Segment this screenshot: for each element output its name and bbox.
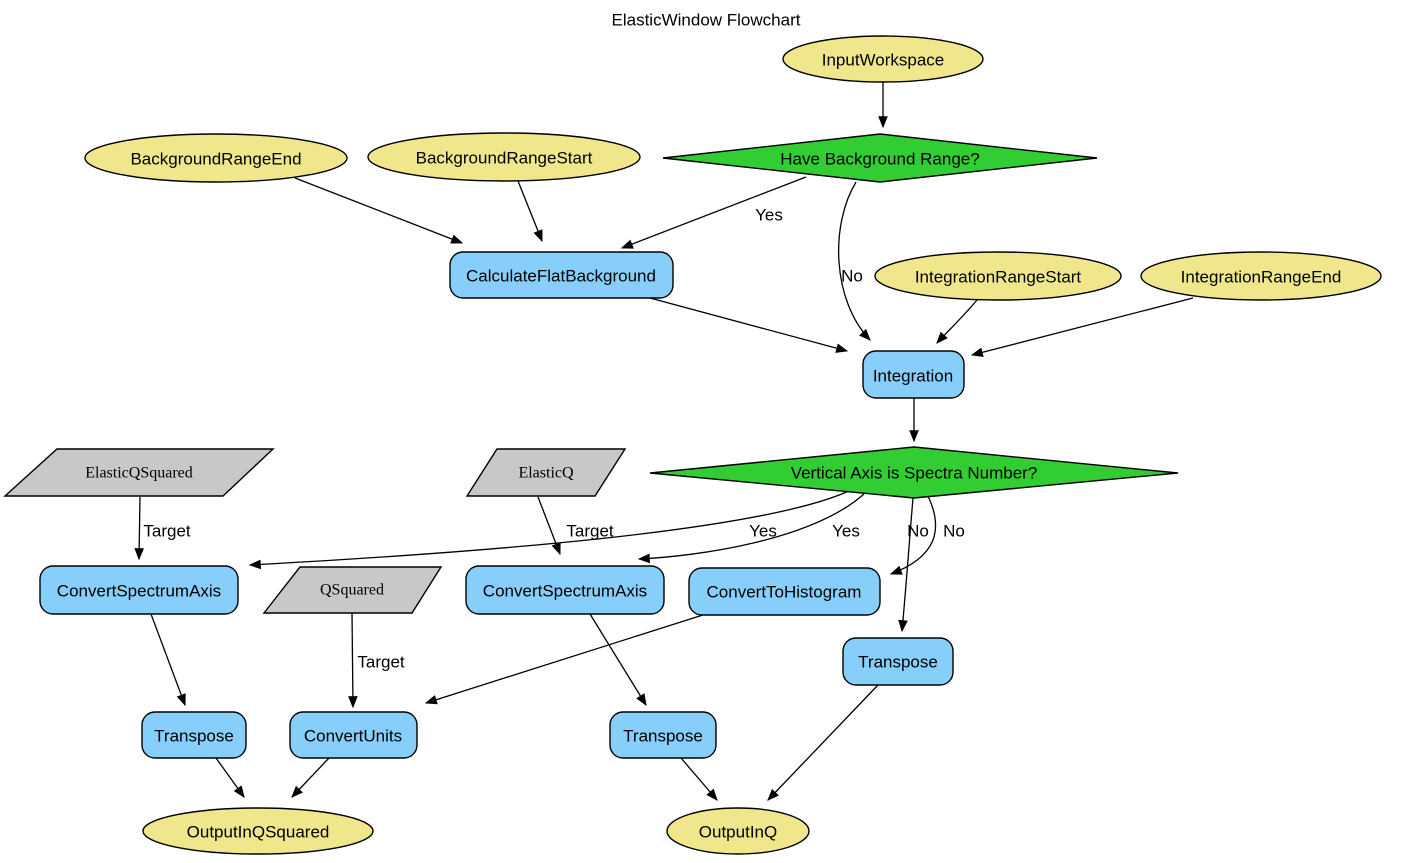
node-output-in-q-squared-shape	[142, 807, 374, 855]
node-have-background-range-shape	[662, 133, 1098, 183]
edge-label-no: No	[841, 267, 863, 286]
diagram-title: ElasticWindow Flowchart	[612, 11, 801, 30]
node-transpose-qsquared: Transpose	[141, 711, 247, 759]
edge-label-no: No	[907, 522, 929, 541]
node-transpose-q: Transpose	[609, 711, 717, 759]
node-convert-units-label: ConvertUnits	[304, 727, 402, 746]
edge-label-target: Target	[566, 522, 614, 541]
edge-convertspectrumaxisq-transposeq	[589, 613, 647, 707]
node-have-background-range-label: Have Background Range?	[780, 150, 979, 169]
edge-verticalaxis-yes-convertspectrumaxisq	[637, 493, 865, 564]
edge-backgroundrangestart-calculateflatbackground	[517, 180, 543, 243]
node-background-range-start-label: BackgroundRangeStart	[416, 149, 593, 168]
edges-layer	[134, 82, 1194, 801]
node-elastic-q-squared-shape	[3, 448, 275, 497]
node-integration-shape	[862, 350, 965, 399]
node-background-range-start-shape	[367, 132, 641, 182]
node-integration-range-start-shape	[874, 251, 1122, 301]
edge-havebackgroundrange-yes-calculateflatbackground	[620, 176, 807, 249]
edge-converttohistogram-convertunits	[424, 613, 707, 705]
edge-qsquared-target-convertunits	[348, 612, 358, 709]
node-integration-range-end: IntegrationRangeEnd	[1140, 251, 1382, 301]
node-output-in-q-label-shape	[666, 807, 810, 855]
node-integration-label: Integration	[873, 367, 953, 386]
edge-label-target: Target	[143, 522, 191, 541]
node-integration: Integration	[862, 350, 965, 399]
node-convert-to-histogram-label: ConvertToHistogram	[707, 583, 862, 602]
node-elastic-q-shape	[465, 448, 627, 497]
node-transpose-no-branch-shape	[842, 637, 954, 686]
edge-verticalaxis-no-converttohistogram	[889, 495, 937, 575]
edge-calculateflatbackground-integration	[649, 297, 849, 353]
edge-elasticq-target-convertspectrumaxisq	[537, 496, 561, 556]
node-convert-to-histogram-shape	[688, 567, 881, 616]
node-vertical-axis-is-spectra-number: Vertical Axis is Spectra Number?	[649, 446, 1179, 499]
node-output-in-q: OutputInQ	[666, 807, 810, 855]
node-transpose-qsquared-label: Transpose	[154, 727, 234, 746]
node-transpose-q-shape	[609, 711, 717, 759]
edge-elasticqsquared-target-convertspectrumaxisqsquared	[134, 496, 144, 561]
edge-transposenobranch-outputinq	[767, 684, 879, 801]
node-background-range-end-shape	[84, 133, 348, 183]
node-elastic-q-squared-label: ElasticQSquared	[85, 465, 193, 482]
node-integration-range-end-label: IntegrationRangeEnd	[1181, 268, 1342, 287]
edge-label-target: Target	[357, 653, 405, 672]
node-output-in-q-squared: OutputInQSquared	[142, 807, 374, 855]
edge-transposeq-outputinq	[680, 757, 718, 801]
node-convert-spectrum-axis-qsquared-shape	[39, 565, 239, 615]
node-output-in-q-squared-label: OutputInQSquared	[187, 823, 330, 842]
edge-label-yes: Yes	[832, 522, 860, 541]
node-input-workspace-label: InputWorkspace	[822, 51, 945, 70]
node-background-range-end-label: BackgroundRangeEnd	[130, 150, 301, 169]
node-convert-spectrum-axis-qsquared-label: ConvertSpectrumAxis	[57, 582, 221, 601]
node-integration-range-start-label: IntegrationRangeStart	[915, 268, 1082, 287]
edge-convertunits-outputinqsquared	[291, 757, 330, 798]
edge-verticalaxis-yes-convertspectrumaxisqsquared	[248, 489, 852, 570]
node-output-in-q-label: OutputInQ	[699, 823, 777, 842]
node-transpose-no-branch-label: Transpose	[858, 653, 938, 672]
node-transpose-no-branch: Transpose	[842, 637, 954, 686]
node-have-background-range: Have Background Range?	[662, 133, 1098, 183]
node-integration-range-end-shape	[1140, 251, 1382, 301]
nodes-layer: InputWorkspace BackgroundRangeEnd Backgr…	[3, 35, 1382, 855]
node-convert-spectrum-axis-q-label: ConvertSpectrumAxis	[483, 582, 647, 601]
node-elastic-q: ElasticQ	[465, 448, 627, 497]
node-convert-spectrum-axis-q: ConvertSpectrumAxis	[465, 565, 665, 615]
node-convert-spectrum-axis-qsquared: ConvertSpectrumAxis	[39, 565, 239, 615]
node-vertical-axis-is-spectra-number-label: Vertical Axis is Spectra Number?	[791, 464, 1038, 483]
node-calculate-flat-background-shape	[449, 251, 674, 299]
node-convert-units: ConvertUnits	[289, 711, 418, 759]
node-vertical-axis-is-spectra-number-shape	[649, 446, 1179, 499]
node-calculate-flat-background-label: CalculateFlatBackground	[466, 267, 656, 286]
node-elastic-q-squared: ElasticQSquared	[3, 448, 275, 497]
edge-labels-layer: Yes No Yes Yes No No Target Target Targe…	[143, 206, 964, 672]
edge-integrationrangestart-integration	[936, 299, 978, 344]
node-integration-range-start: IntegrationRangeStart	[874, 251, 1122, 301]
edge-label-yes: Yes	[749, 522, 777, 541]
node-calculate-flat-background: CalculateFlatBackground	[449, 251, 674, 299]
node-convert-units-shape	[289, 711, 418, 759]
edge-integrationrangeend-integration	[970, 297, 1194, 357]
edge-transposeqsquared-outputinqsquared	[215, 757, 245, 798]
node-q-squared: QSquared	[262, 566, 443, 614]
edge-convertspectrumaxisqsquared-transposeqsquared	[150, 613, 186, 707]
edge-havebackgroundrange-no-integration	[837, 181, 871, 341]
node-background-range-start: BackgroundRangeStart	[367, 132, 641, 182]
node-transpose-q-label: Transpose	[623, 727, 703, 746]
node-transpose-qsquared-shape	[141, 711, 247, 759]
node-background-range-end: BackgroundRangeEnd	[84, 133, 348, 183]
edge-label-no: No	[943, 522, 965, 541]
edge-label-yes: Yes	[755, 206, 783, 225]
node-elastic-q-label: ElasticQ	[518, 465, 574, 482]
node-input-workspace: InputWorkspace	[782, 35, 984, 83]
node-q-squared-label: QSquared	[320, 582, 384, 599]
node-convert-spectrum-axis-q-shape	[465, 565, 665, 615]
edge-backgroundrangeend-calculateflatbackground	[294, 177, 464, 244]
node-convert-to-histogram: ConvertToHistogram	[688, 567, 881, 616]
node-input-workspace-shape	[782, 35, 984, 83]
node-q-squared-shape	[262, 566, 443, 614]
